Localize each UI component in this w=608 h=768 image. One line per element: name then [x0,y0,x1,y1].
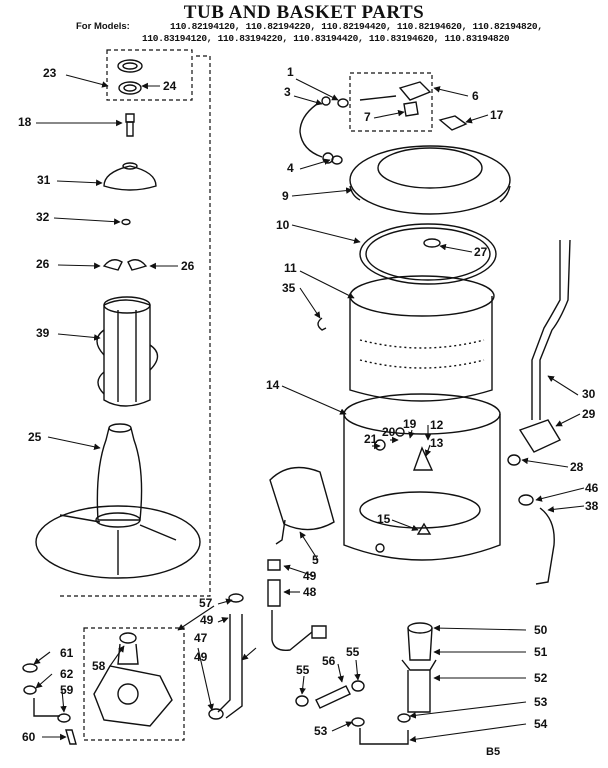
callout-26-left: 26 [36,257,50,271]
part-10-ring-inner [366,228,490,280]
callout-48: 48 [303,585,317,599]
callout-23: 23 [43,66,57,80]
callout-46: 46 [585,481,599,495]
part-9-tub-cover [350,146,510,214]
callout-49-middle: 49 [200,613,214,627]
callout-26-right: 26 [181,259,195,273]
callout-32: 32 [36,210,50,224]
callout-6: 6 [472,89,479,103]
callout-21: 21 [364,432,378,446]
callout-54: 54 [534,717,548,731]
callout-14: 14 [266,378,280,392]
callout-10: 10 [276,218,290,232]
callout-53-right: 53 [534,695,548,709]
callout-39: 39 [36,326,50,340]
callout-28: 28 [570,460,584,474]
part-26-dogs [104,260,146,270]
part-27-nut [424,239,440,247]
callout-4: 4 [287,161,294,175]
callout-50: 50 [534,623,548,637]
part-6-fill-nozzle [360,82,430,116]
callout-56: 56 [322,654,336,668]
page-code: B5 [486,746,501,758]
callout-61: 61 [60,646,74,660]
callout-19: 19 [403,417,417,431]
part-38-hose [536,508,554,584]
part-5-pump-boot [270,468,334,545]
part-35-clip [318,318,326,330]
callout-55-left: 55 [296,663,310,677]
part-10-balance-ring [360,224,496,284]
callout-29: 29 [582,407,596,421]
part-49-48-hoses [268,560,326,650]
callout-53-left: 53 [314,724,328,738]
callout-47: 47 [194,631,208,645]
dashed-group-boxes [60,50,432,740]
callout-51: 51 [534,645,548,659]
part-56-tube [296,681,364,708]
part-30-drain-hose [532,240,570,420]
part-32-washer [122,220,130,225]
callout-15: 15 [377,512,391,526]
part-46-clamp [519,495,533,505]
callout-11: 11 [284,261,297,275]
callout-31: 31 [37,173,51,187]
group-box-57 [84,628,184,740]
part-59-62-fittings [23,664,76,744]
callout-57: 57 [199,596,213,610]
callout-27: 27 [474,245,488,259]
part-3-hose [300,97,348,164]
callout-52: 52 [534,671,548,685]
part-50-54-drain-parts [352,623,436,744]
part-18-bolt [126,114,134,136]
callout-5: 5 [312,553,319,567]
callout-24: 24 [163,79,177,93]
callout-13: 13 [430,436,444,450]
callout-1: 1 [287,65,294,79]
models-prefix: For Models: [76,21,130,32]
part-31-cap [104,163,156,190]
part-14-outer-tub [344,394,500,560]
callout-49-lower: 49 [194,650,208,664]
part-28-grommet [508,455,520,465]
callout-49-upper: 49 [303,569,317,583]
callout-55-right: 55 [346,645,360,659]
callout-3: 3 [284,85,291,99]
callout-25: 25 [28,430,42,444]
part-17-splash [440,116,466,130]
model-numbers-line-1: 110.82194120, 110.82194220, 110.82194420… [170,21,543,32]
callout-12: 12 [430,418,444,432]
callout-60: 60 [22,730,36,744]
callout-9: 9 [282,189,289,203]
part-11-spin-basket [350,276,494,401]
callout-58: 58 [92,659,106,673]
part-25-agitator [36,424,200,578]
callout-38: 38 [585,499,599,513]
callout-59: 59 [60,683,74,697]
callout-7: 7 [364,110,371,124]
callout-20: 20 [382,425,396,439]
diagram-title: TUB AND BASKET PARTS [183,2,425,23]
callout-18: 18 [18,115,32,129]
callout-35: 35 [282,281,296,295]
group-box-23 [107,50,192,100]
model-numbers-line-2: 110.83194120, 110.83194220, 110.83194420… [142,33,510,44]
agitator-column-border [60,56,210,596]
callout-30: 30 [582,387,596,401]
part-39-auger [97,297,158,406]
part-58-pump [94,633,172,726]
leader-lines [33,75,584,743]
part-29-valve [520,420,560,452]
part-agitator-cap [118,60,142,94]
callout-17: 17 [490,108,504,122]
part-47-hose [209,594,243,719]
callout-62: 62 [60,667,74,681]
